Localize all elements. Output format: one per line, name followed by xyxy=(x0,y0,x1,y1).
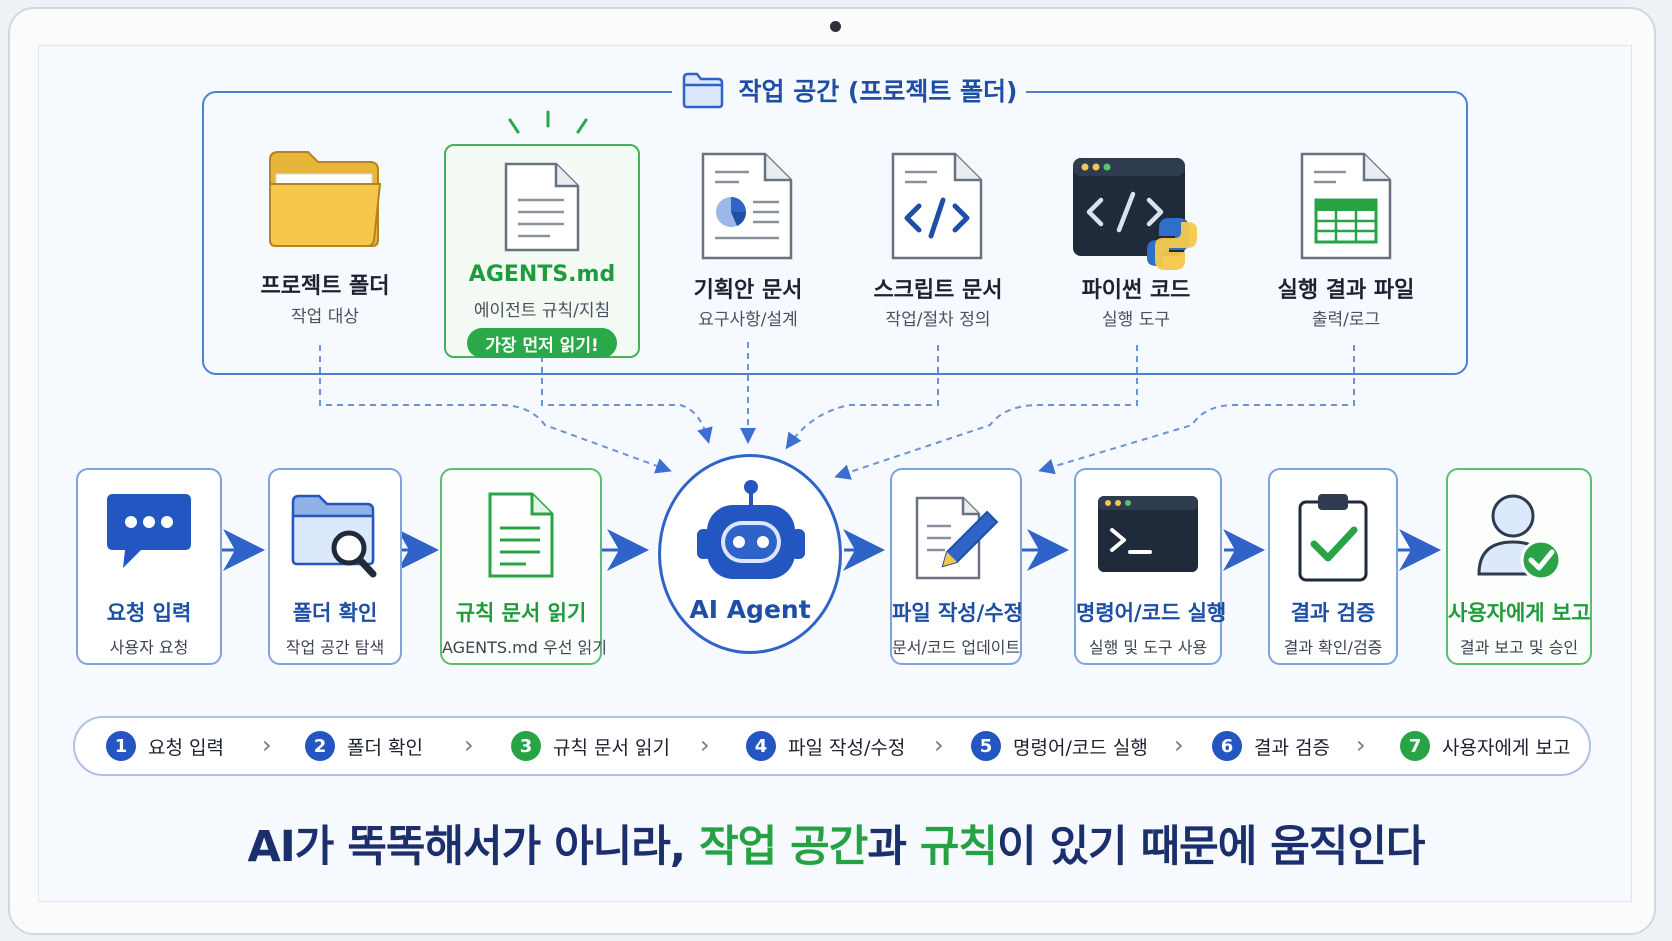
file-name: 파이썬 코드 xyxy=(1081,278,1191,303)
progress-step-3[interactable]: 3 규칙 문서 읽기 xyxy=(511,729,670,763)
user-check-icon xyxy=(1477,494,1562,581)
step-sub: 작업 공간 탐색 xyxy=(285,638,385,657)
document-icon xyxy=(504,162,580,252)
chevron-right-icon: › xyxy=(934,731,944,759)
python-code-icon xyxy=(1073,158,1197,270)
step-name: 폴더 확인 xyxy=(292,601,378,625)
step-sub: 실행 및 도구 사용 xyxy=(1088,638,1208,657)
folder-outline-icon xyxy=(682,72,723,109)
folder-icon xyxy=(269,151,382,247)
file-result-file[interactable]: 실행 결과 파일 출력/로그 xyxy=(1246,150,1446,330)
workspace-title: 작업 공간 (프로젝트 폴더) xyxy=(672,66,1026,114)
step-request-input[interactable]: 요청 입력 사용자 요청 xyxy=(76,468,222,665)
file-sub: 출력/로그 xyxy=(1311,310,1381,330)
progress-label: 폴더 확인 xyxy=(347,736,423,759)
progress-step-2[interactable]: 2 폴더 확인 xyxy=(305,729,423,763)
headline: AI가 똑똑해서가 아니라, 작업 공간과 규칙이 있기 때문에 움직인다 xyxy=(0,812,1672,874)
read-first-badge: 가장 먼저 읽기! xyxy=(467,328,617,358)
step-sub: 문서/코드 업데이트 xyxy=(892,638,1021,657)
terminal-icon xyxy=(1098,496,1198,572)
file-script-doc[interactable]: 스크립트 문서 작업/절차 정의 xyxy=(843,150,1033,330)
progress-number: 1 xyxy=(106,731,136,761)
chevron-right-icon: › xyxy=(464,731,474,759)
headline-highlight: 작업 공간 xyxy=(699,822,868,872)
camera-dot xyxy=(830,21,841,32)
chevron-right-icon: › xyxy=(1174,731,1184,759)
clipboard-check-icon xyxy=(1298,494,1368,582)
step-run-command[interactable]: 명령어/코드 실행 실행 및 도구 사용 xyxy=(1074,468,1227,665)
file-project-folder[interactable]: 프로젝트 폴더 작업 대상 xyxy=(230,148,420,328)
highlight-rays-icon xyxy=(508,110,588,134)
file-python-code[interactable]: 파이썬 코드 실행 도구 xyxy=(1041,150,1231,330)
progress-label: 규칙 문서 읽기 xyxy=(553,736,670,759)
step-verify-result[interactable]: 결과 검증 결과 확인/검증 xyxy=(1268,468,1398,665)
chevron-right-icon: › xyxy=(1356,731,1366,759)
progress-label: 결과 검증 xyxy=(1254,736,1330,759)
progress-number: 6 xyxy=(1212,731,1242,761)
file-name: AGENTS.md xyxy=(468,262,616,287)
file-name: 스크립트 문서 xyxy=(873,278,1003,303)
robot-icon xyxy=(697,480,805,579)
headline-highlight: 규칙 xyxy=(919,822,998,872)
step-name: 요청 입력 xyxy=(106,601,192,625)
step-sub: 사용자 요청 xyxy=(109,638,189,657)
progress-number: 2 xyxy=(305,731,335,761)
progress-number: 4 xyxy=(746,731,776,761)
progress-bar xyxy=(73,716,1591,776)
progress-number: 5 xyxy=(971,731,1001,761)
file-sub: 요구사항/설계 xyxy=(698,310,798,330)
progress-number: 3 xyxy=(511,731,541,761)
progress-label: 요청 입력 xyxy=(148,736,224,759)
headline-part: 이 있기 때문에 움직인다 xyxy=(996,822,1426,872)
workspace-title-text: 작업 공간 (프로젝트 폴더) xyxy=(738,77,1018,106)
chat-bubble-icon xyxy=(107,494,191,568)
step-name: 파일 작성/수정 xyxy=(892,601,1023,625)
file-sub: 실행 도구 xyxy=(1102,310,1170,330)
ai-agent[interactable]: AI Agent xyxy=(658,454,842,654)
file-planning-doc[interactable]: 기획안 문서 요구사항/설계 xyxy=(653,150,843,330)
step-write-file[interactable]: 파일 작성/수정 문서/코드 업데이트 xyxy=(890,468,1023,665)
code-document-icon xyxy=(891,152,983,260)
progress-label: 사용자에게 보고 xyxy=(1442,736,1571,759)
chevron-right-icon: › xyxy=(262,731,272,759)
progress-step-6[interactable]: 6 결과 검증 xyxy=(1212,729,1330,763)
agent-label: AI Agent xyxy=(689,595,811,624)
progress-label: 명령어/코드 실행 xyxy=(1013,736,1148,759)
file-name: 기획안 문서 xyxy=(693,278,803,303)
step-sub: AGENTS.md 우선 읽기 xyxy=(442,638,607,657)
step-report-user[interactable]: 사용자에게 보고 결과 보고 및 승인 xyxy=(1446,468,1592,665)
progress-number: 7 xyxy=(1400,731,1430,761)
file-name: 프로젝트 폴더 xyxy=(260,274,390,299)
step-sub: 결과 보고 및 승인 xyxy=(1459,638,1579,657)
edit-document-icon xyxy=(915,496,999,580)
progress-step-1[interactable]: 1 요청 입력 xyxy=(106,729,224,763)
file-agents-md[interactable]: AGENTS.md 에이전트 규칙/지침 xyxy=(444,158,640,328)
step-folder-check[interactable]: 폴더 확인 작업 공간 탐색 xyxy=(268,468,402,665)
file-name: 실행 결과 파일 xyxy=(1277,278,1415,303)
step-name: 사용자에게 보고 xyxy=(1448,601,1591,625)
file-sub: 작업 대상 xyxy=(291,307,359,327)
file-sub: 작업/절차 정의 xyxy=(885,310,991,330)
step-name: 규칙 문서 읽기 xyxy=(455,601,587,625)
progress-label: 파일 작성/수정 xyxy=(788,736,906,759)
step-sub: 결과 확인/검증 xyxy=(1283,638,1383,657)
step-name: 명령어/코드 실행 xyxy=(1076,601,1227,625)
spreadsheet-icon xyxy=(1300,152,1392,260)
step-read-rules[interactable]: 규칙 문서 읽기 AGENTS.md 우선 읽기 xyxy=(440,468,607,665)
headline-part: 과 xyxy=(867,822,920,872)
folder-search-icon xyxy=(291,494,377,578)
step-name: 결과 검증 xyxy=(1290,601,1376,625)
chevron-right-icon: › xyxy=(700,731,710,759)
headline-part: AI가 똑똑해서가 아니라, xyxy=(247,822,700,872)
progress-step-4[interactable]: 4 파일 작성/수정 xyxy=(746,729,905,763)
progress-step-5[interactable]: 5 명령어/코드 실행 xyxy=(971,729,1148,763)
file-sub: 에이전트 규칙/지침 xyxy=(473,301,611,321)
progress-step-7[interactable]: 7 사용자에게 보고 xyxy=(1400,729,1570,763)
rules-document-icon xyxy=(488,492,554,578)
chart-document-icon xyxy=(701,152,793,260)
